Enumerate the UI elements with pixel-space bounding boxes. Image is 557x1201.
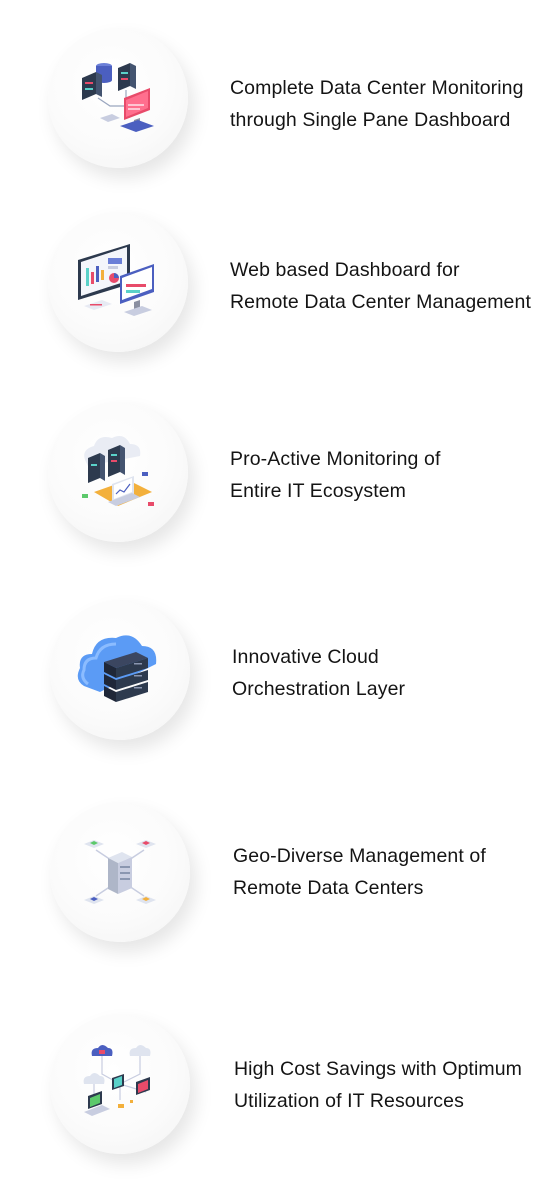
cloud-laptop-servers-icon	[82, 436, 154, 506]
feature-text: Innovative Cloud Orchestration Layer	[232, 641, 405, 705]
feature-text: Web based Dashboard for Remote Data Cent…	[230, 254, 531, 318]
feature-text: Pro-Active Monitoring of Entire IT Ecosy…	[230, 443, 440, 507]
feature-item: Web based Dashboard for Remote Data Cent…	[0, 200, 557, 400]
feature-item: Complete Data Center Monitoring through …	[0, 0, 557, 200]
feature-line-2: Utilization of IT Resources	[234, 1090, 464, 1112]
feature-line-1: Geo-Diverse Management of	[233, 845, 486, 867]
server-network-icon	[84, 840, 156, 904]
feature-line-2: Entire IT Ecosystem	[230, 480, 407, 502]
icon-circle	[50, 600, 190, 740]
feature-line-1: Pro-Active Monitoring of	[230, 448, 441, 470]
feature-text: High Cost Savings with Optimum Utilizati…	[234, 1053, 522, 1117]
feature-text: Complete Data Center Monitoring through …	[230, 72, 524, 136]
icon-circle	[50, 1014, 190, 1154]
feature-line-1: Web based Dashboard for	[230, 259, 460, 281]
feature-line-1: Innovative Cloud	[232, 646, 379, 668]
dashboard-screens-icon	[78, 244, 154, 316]
feature-line-1: High Cost Savings with Optimum	[234, 1058, 523, 1080]
icon-circle	[48, 212, 188, 352]
icon-circle	[50, 802, 190, 942]
feature-line-2: Remote Data Center Management	[230, 291, 531, 313]
feature-line-1: Complete Data Center Monitoring	[230, 77, 524, 99]
feature-item: High Cost Savings with Optimum Utilizati…	[0, 1000, 557, 1200]
feature-line-2: Orchestration Layer	[232, 678, 406, 700]
feature-item: Innovative Cloud Orchestration Layer	[0, 600, 557, 800]
cloud-server-stack-icon	[77, 635, 157, 702]
feature-line-2: Remote Data Centers	[233, 877, 424, 899]
feature-item: Geo-Diverse Management of Remote Data Ce…	[0, 800, 557, 1000]
feature-text: Geo-Diverse Management of Remote Data Ce…	[233, 840, 486, 904]
icon-circle	[48, 402, 188, 542]
cloud-devices-network-icon	[83, 1045, 151, 1116]
feature-line-2: through Single Pane Dashboard	[230, 109, 511, 131]
feature-item: Pro-Active Monitoring of Entire IT Ecosy…	[0, 400, 557, 600]
server-monitor-icon	[82, 63, 154, 132]
icon-circle	[48, 28, 188, 168]
